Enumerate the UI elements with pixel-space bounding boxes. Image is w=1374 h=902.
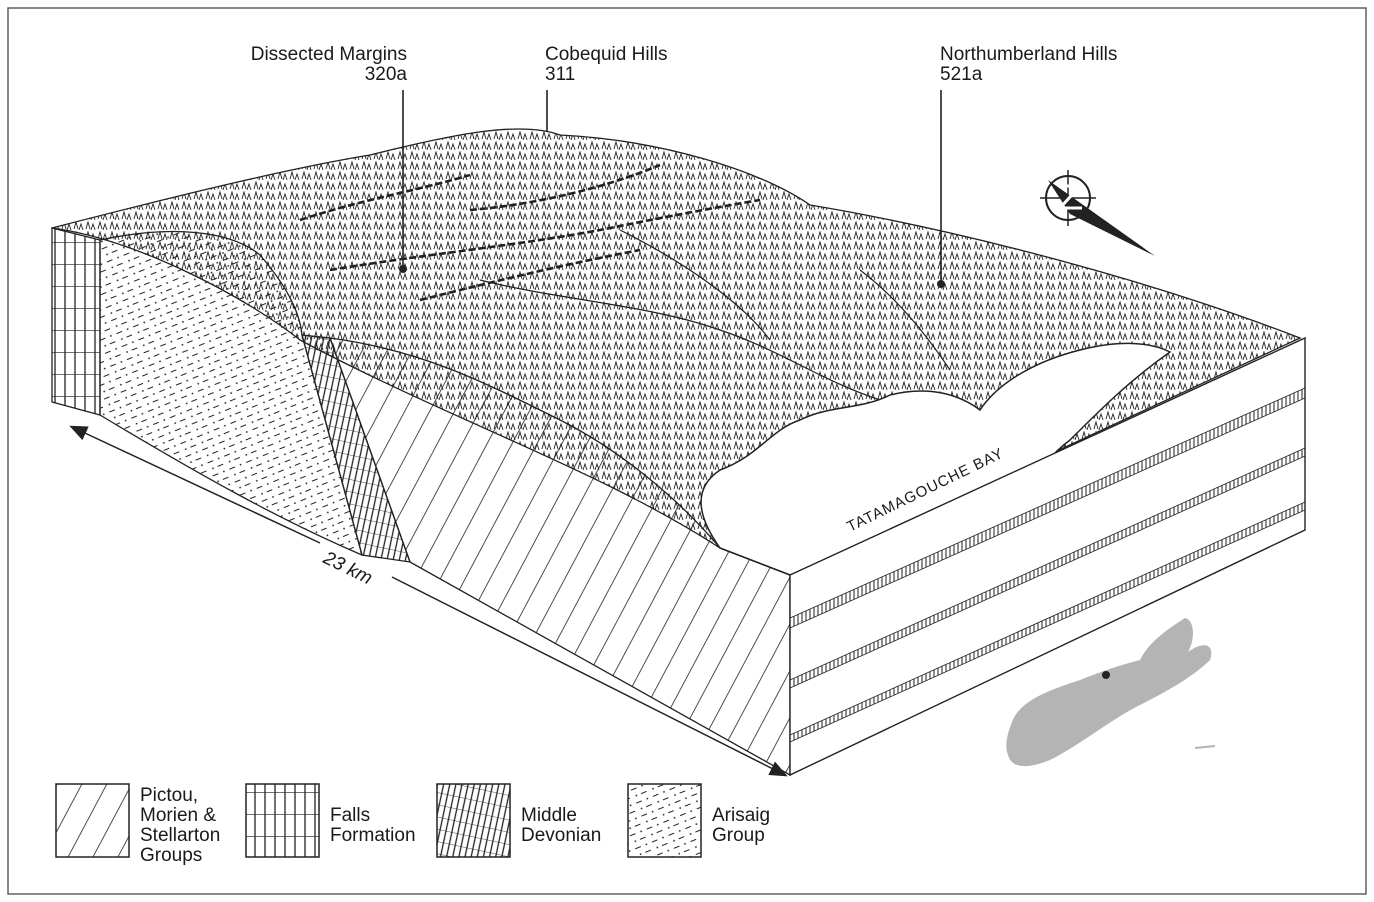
legend-item-devonian: Middle Devonian (437, 784, 601, 857)
legend-item-falls: Falls Formation (246, 784, 416, 857)
legend-swatch-devonian (437, 784, 510, 857)
callout-dissected-margins-code: 320a (365, 64, 408, 85)
falls-formation-section (52, 228, 100, 415)
legend-label-falls: Falls Formation (330, 805, 416, 846)
legend-swatch-falls (246, 784, 319, 857)
legend-item-pictou: Pictou, Morien & Stellarton Groups (56, 784, 226, 866)
callout-northumberland-hills-code: 521a (940, 64, 983, 85)
legend: Pictou, Morien & Stellarton Groups Falls… (56, 784, 775, 866)
legend-label-arisaig: Arisaig Group (712, 805, 775, 846)
legend-swatch-arisaig (628, 784, 701, 857)
north-arrow-icon (1040, 170, 1155, 256)
legend-label-pictou: Pictou, Morien & Stellarton Groups (140, 785, 226, 866)
legend-swatch-pictou (56, 784, 129, 857)
callout-dissected-margins-name: Dissected Margins (251, 44, 407, 65)
legend-item-arisaig: Arisaig Group (628, 784, 775, 857)
callout-northumberland-hills-name: Northumberland Hills (940, 44, 1117, 65)
callout-cobequid-hills-name: Cobequid Hills (545, 44, 668, 65)
callout-cobequid-hills-code: 311 (545, 64, 575, 85)
legend-label-devonian: Middle Devonian (521, 805, 601, 846)
